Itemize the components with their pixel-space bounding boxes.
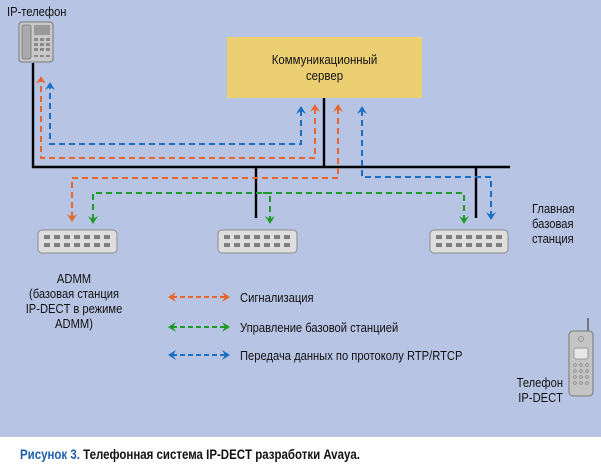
base-station-icon-admm (37, 229, 118, 254)
diagram-lines (18, 21, 594, 397)
rtp-path-main-station (357, 106, 496, 220)
server-label-line1: Коммуникационный (271, 52, 378, 67)
main-station-label-line: станция (532, 231, 574, 246)
desk-phone-icon (18, 21, 54, 63)
admm-label-line: IP-DECT в режиме (25, 301, 123, 316)
server-label-line2: сервер (305, 68, 344, 83)
diagram-canvas: IP-телефон Коммуникационный сервер ADMM … (0, 0, 601, 437)
ip-phone-label: IP-телефон (7, 4, 67, 19)
communication-server: Коммуникационный сервер (227, 37, 422, 98)
legend-label-signaling: Сигнализация (240, 290, 314, 305)
rtp-path-phone (45, 82, 306, 145)
dect-phone-label-line: IP-DECT (518, 390, 563, 405)
main-station-label-line: базовая (532, 216, 574, 231)
control-path-middle (263, 192, 275, 224)
dect-phone-label-line: Телефон (516, 375, 563, 390)
signaling-path-admm (67, 104, 343, 222)
dect-phone-label: Телефон IP-DECT (513, 375, 563, 405)
admm-label: ADMM (базовая станция IP-DECT в режиме A… (22, 271, 125, 331)
figure-caption: Рисунок 3. Телефонная система IP-DECT ра… (20, 446, 360, 462)
admm-label-line: ADMM) (55, 316, 93, 331)
main-station-label: Главная базовая станция (532, 201, 575, 246)
admm-label-line: (базовая станция (28, 286, 120, 301)
network-line-phone (31, 63, 510, 169)
main-station-label-line: Главная (532, 201, 575, 216)
figure-number: Рисунок 3. (20, 446, 80, 462)
figure-title: Телефонная система IP-DECT разработки Av… (83, 446, 360, 462)
cordless-phone-icon (568, 318, 594, 397)
base-station-icon-middle (217, 229, 298, 254)
admm-label-line: ADMM (56, 271, 92, 286)
base-station-icon-main (429, 229, 509, 254)
legend-label-rtp: Передача данных по протоколу RTP/RTCP (240, 348, 463, 363)
control-path (88, 192, 469, 224)
legend-label-control: Управление базовой станцией (240, 320, 399, 335)
